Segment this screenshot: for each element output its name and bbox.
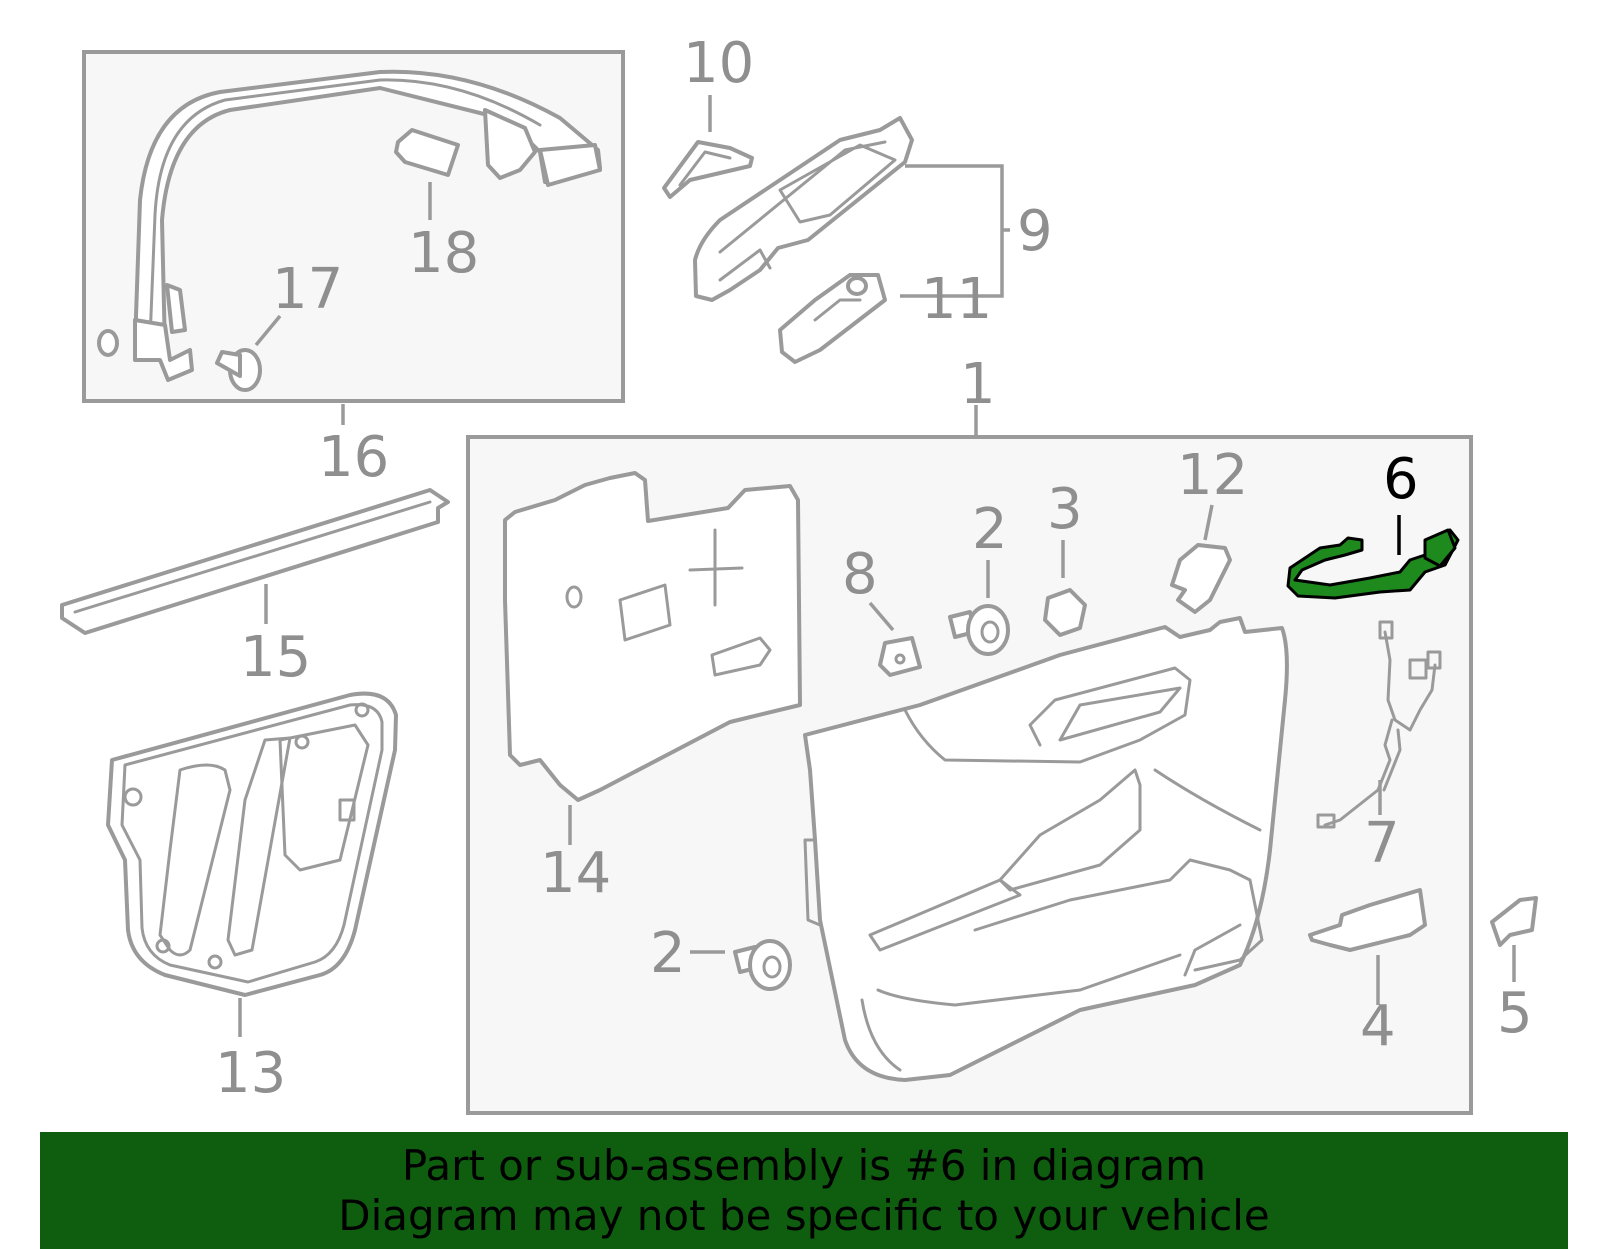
- part-10-trim-piece: [662, 140, 754, 199]
- part-2-fastener-lower: [733, 939, 792, 991]
- part-18-clip: [394, 128, 460, 177]
- callout-18: 18: [408, 221, 479, 286]
- callout-13: 13: [215, 1041, 286, 1106]
- banner-line-1: Part or sub-assembly is #6 in diagram: [401, 1140, 1207, 1190]
- part-16-molding: [97, 69, 602, 382]
- part-14-water-deflector: [503, 471, 802, 802]
- part-13-door-module: [106, 691, 398, 997]
- callout-4: 4: [1360, 994, 1396, 1059]
- part-2-fastener-upper: [948, 604, 1010, 656]
- callout-10: 10: [683, 31, 754, 96]
- callout-11: 11: [921, 267, 992, 332]
- callout-7: 7: [1364, 811, 1400, 876]
- part-12-bracket: [1170, 543, 1232, 614]
- part-7-wiring-harness: [1316, 620, 1442, 829]
- part-9-switch-bezel: [693, 116, 914, 302]
- leader-lines: [238, 95, 1516, 1037]
- callout-8: 8: [842, 542, 878, 607]
- callout-16: 16: [318, 425, 389, 490]
- part-4-bracket: [1308, 888, 1427, 952]
- callout-15: 15: [240, 625, 311, 690]
- part-3-nut: [1043, 588, 1087, 637]
- callout-17: 17: [272, 257, 343, 322]
- callout-6: 6: [1383, 447, 1419, 512]
- callout-12: 12: [1177, 443, 1248, 508]
- part-17-fastener: [215, 348, 262, 392]
- callout-3: 3: [1047, 477, 1083, 542]
- part-5-trim-cap: [1490, 896, 1538, 947]
- callout-5: 5: [1497, 981, 1533, 1046]
- callout-2-upper: 2: [972, 497, 1008, 562]
- info-banner: Part or sub-assembly is #6 in diagram Di…: [40, 1132, 1568, 1249]
- part-15-belt-molding: [60, 488, 450, 635]
- banner-line-2: Diagram may not be specific to your vehi…: [338, 1190, 1270, 1240]
- callout-2-lower: 2: [650, 921, 686, 986]
- callout-labels: 1 2 2 3 4 5 6 7 8 9 10 11 12 13 14 15 16…: [215, 31, 1533, 1106]
- part-11-window-switch: [778, 273, 887, 364]
- part-6-wiring-harness-highlighted: [1286, 528, 1460, 600]
- part-1-door-trim-panel: [803, 616, 1289, 1082]
- part-8-clip: [878, 636, 922, 677]
- callout-9: 9: [1017, 199, 1053, 264]
- callout-14: 14: [540, 841, 611, 906]
- callout-1: 1: [960, 352, 996, 417]
